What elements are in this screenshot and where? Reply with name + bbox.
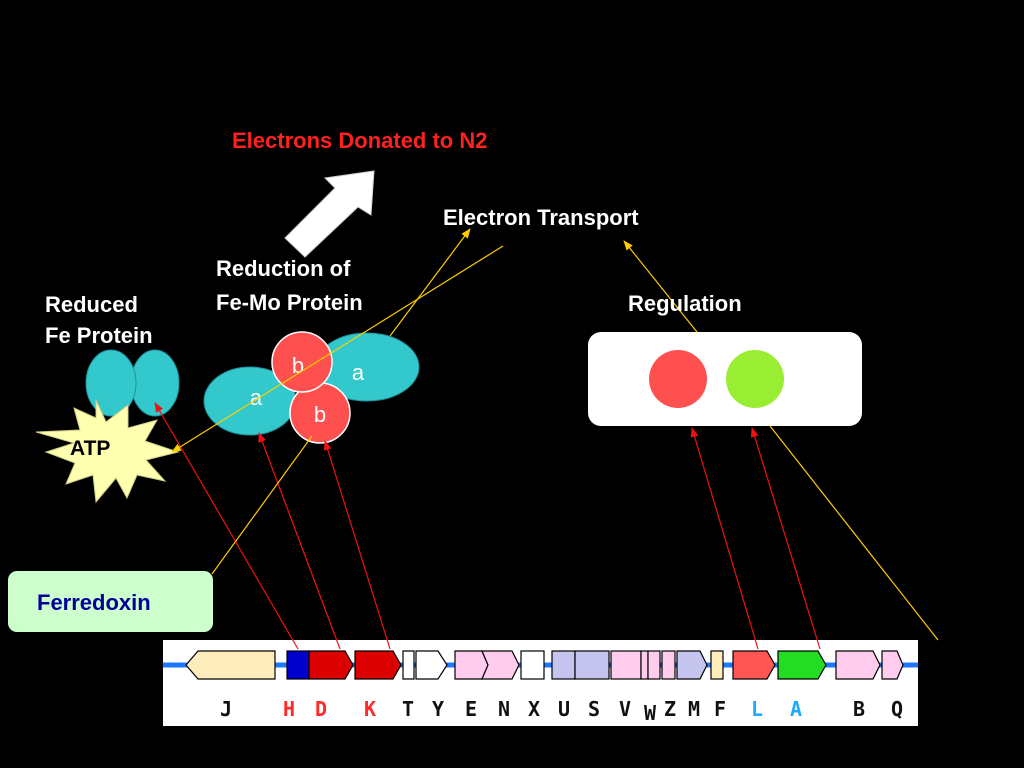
gene-label-y: Y (432, 697, 444, 721)
reduction-label-line1: Reduction of (216, 256, 351, 281)
gene-label-j: J (220, 697, 232, 721)
gene-arrow-m (661, 650, 676, 680)
arrow-l-to-regulation (690, 427, 759, 650)
gene-arrow-s (574, 650, 610, 680)
arrow-regulation-to-cluster (769, 425, 939, 641)
arrow-a-to-regulation (750, 427, 821, 650)
gene-label-m: M (688, 697, 700, 721)
subunit-label-a-right: a (352, 360, 365, 385)
arrow-k-to-beta (323, 440, 391, 650)
fe-protein-subunit-right (130, 349, 180, 417)
gene-arrow-k (354, 650, 402, 680)
gene-label-a: A (790, 697, 802, 721)
gene-label-z: Z (664, 697, 676, 721)
gene-label-w: W (644, 701, 657, 725)
reduced-label-line2: Fe Protein (45, 323, 153, 348)
reduced-label-line1: Reduced (45, 292, 138, 317)
gene-label-d: D (315, 697, 327, 721)
ferredoxin-label: Ferredoxin (37, 590, 151, 615)
nifl-protein-dot (649, 350, 707, 408)
atp-label: ATP (70, 437, 111, 460)
gene-label-f: F (714, 697, 726, 721)
subunit-label-b-bottom: b (314, 402, 326, 427)
gene-label-x: X (528, 697, 540, 721)
gene-arrow-z (647, 650, 661, 680)
gene-arrow-l (732, 650, 776, 680)
gene-arrow-v (610, 650, 642, 680)
gene-label-t: T (402, 697, 414, 721)
mofe-beta-subunit-top (271, 331, 333, 393)
gene-arrow-w (640, 650, 649, 680)
subunit-label-a-left: a (250, 385, 263, 410)
gene-label-e: E (465, 697, 477, 721)
gene-arrow-d (308, 650, 354, 680)
gene-arrow-t (402, 650, 415, 680)
gene-arrow-x (520, 650, 545, 680)
atp-star-icon (35, 399, 180, 504)
gene-label-k: K (364, 697, 376, 721)
gene-arrow-h (286, 650, 310, 680)
gene-arrow-b (835, 650, 881, 680)
reduction-label-line2: Fe-Mo Protein (216, 290, 363, 315)
gene-label-v: V (619, 697, 631, 721)
arrow-mofe-to-electron-transport (389, 228, 471, 337)
arrow-regulation-to-electron-transport (623, 240, 698, 333)
gene-arrow-f (710, 650, 724, 680)
gene-arrow-y (415, 650, 448, 680)
fe-protein-subunit-left (85, 349, 137, 417)
arrow-to-atp (171, 245, 504, 453)
arrow-ferredoxin-to-mofe (211, 435, 313, 575)
gene-label-l: L (751, 697, 763, 721)
gene-arrow-a (777, 650, 827, 680)
gene-arrow-m-extra (676, 650, 708, 680)
ferredoxin-box (8, 571, 213, 632)
gene-label-n: N (498, 697, 510, 721)
arrow-d-to-alpha (258, 432, 341, 650)
gene-arrow-n (481, 650, 520, 680)
gene-label-b: B (853, 697, 865, 721)
regulation-box (588, 332, 862, 426)
gene-label-s: S (588, 697, 600, 721)
electron-flow-arrow-icon (284, 170, 375, 258)
gene-arrow-q (881, 650, 904, 680)
electrons-donated-heading: Electrons Donated to N2 (232, 128, 488, 153)
gene-arrow-j (185, 650, 276, 680)
gene-label-q: Q (891, 697, 903, 721)
gene-arrow-e (454, 650, 489, 680)
electron-transport-label: Electron Transport (443, 205, 639, 230)
nifa-protein-dot (726, 350, 784, 408)
gene-arrow-u (551, 650, 576, 680)
gene-label-u: U (558, 697, 570, 721)
gene-label-h: H (283, 697, 295, 721)
regulation-label: Regulation (628, 291, 742, 316)
